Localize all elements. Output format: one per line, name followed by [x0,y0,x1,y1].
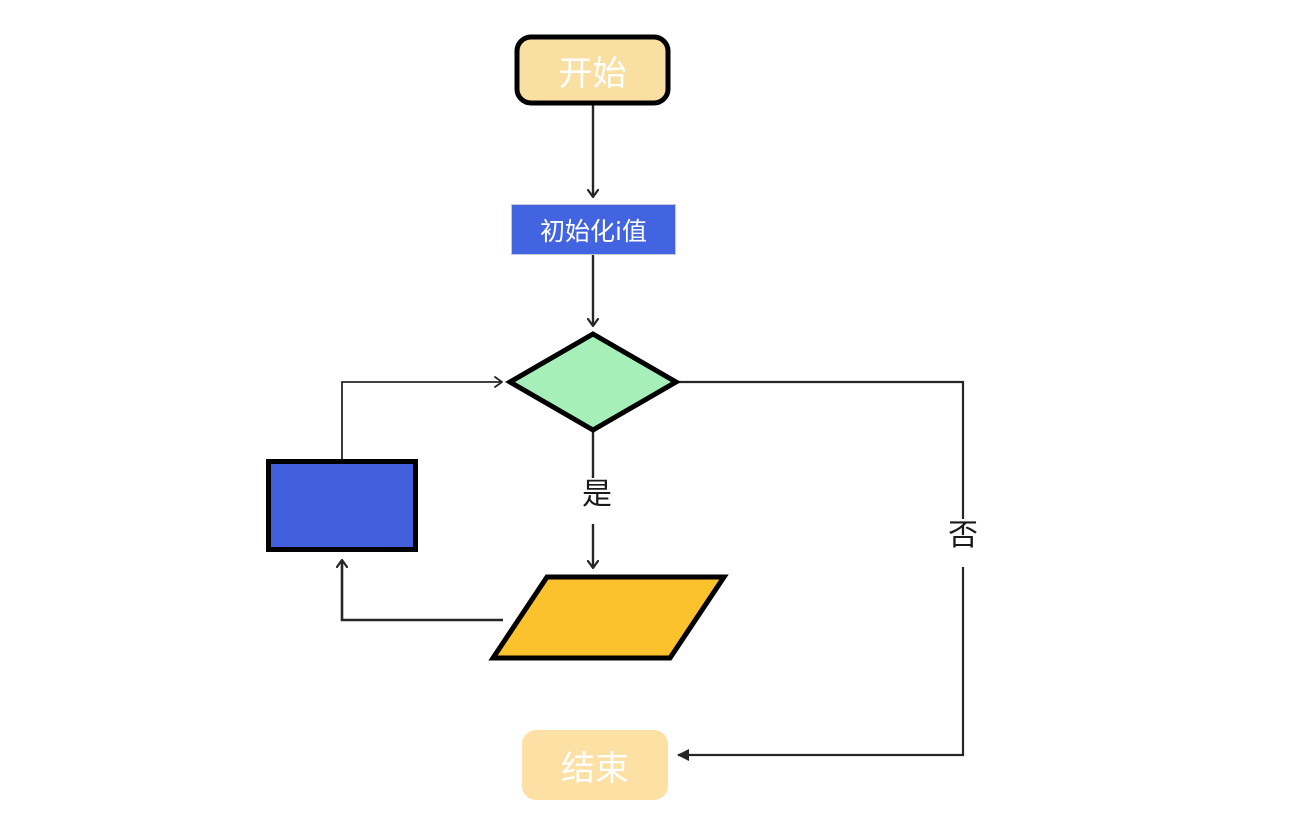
node-start[interactable] [514,34,671,106]
node-io[interactable] [488,574,729,661]
edge-label-no: 否 [943,519,983,567]
node-process[interactable] [266,459,418,552]
edge-label-yes: 是 [578,478,616,524]
node-init[interactable] [511,204,676,255]
edge-io-to-process [342,560,503,622]
node-end[interactable] [522,730,668,800]
edge-decision-to-end [677,380,965,761]
edge-process-to-decision [341,376,503,459]
node-decision[interactable] [505,331,681,433]
